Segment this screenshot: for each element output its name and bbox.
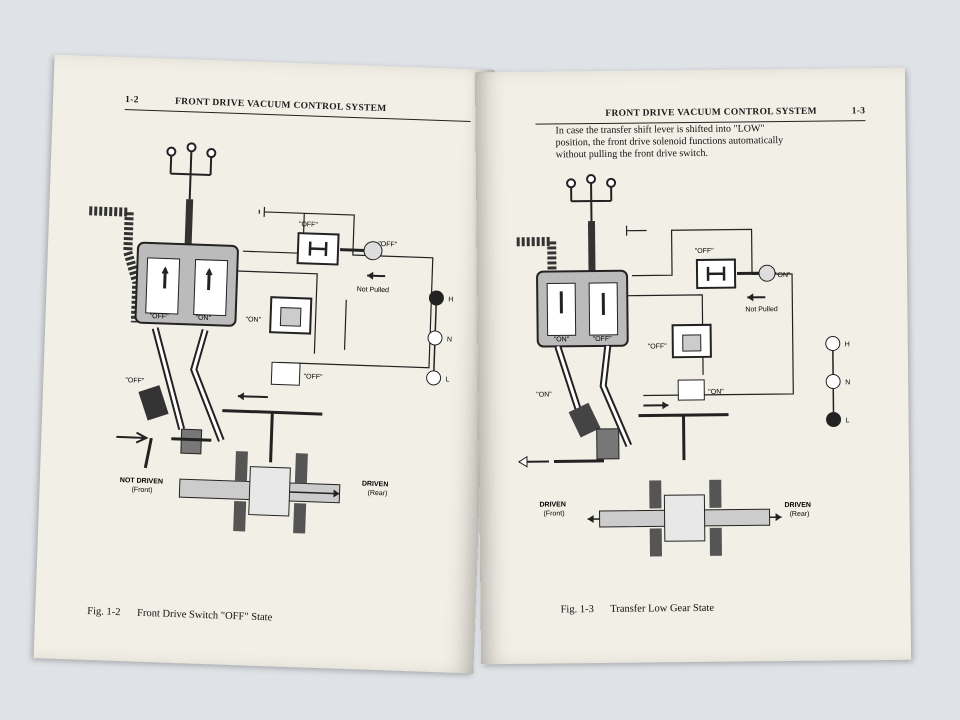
driven-rear-sub-label: (Rear)	[790, 511, 810, 518]
vacuum-solenoid: "OFF" "ON"	[134, 241, 239, 327]
pos-n-label: N	[447, 336, 452, 343]
vacuum-valve: "OFF" "ON"	[648, 323, 724, 401]
right-header-title: FRONT DRIVE VACUUM CONTROL SYSTEM	[605, 106, 817, 119]
left-page: 1-2 FRONT DRIVE VACUUM CONTROL SYSTEM "O…	[33, 54, 495, 674]
fig-1-3-caption: Fig. 1-3 Transfer Low Gear State	[560, 603, 714, 616]
not-driven-front-label: (Front)	[131, 486, 152, 494]
vacuum-manifold	[566, 174, 617, 222]
valve-off-label: "OFF"	[648, 343, 668, 350]
left-page-number: 1-2	[124, 94, 139, 106]
fig-1-2-diagram: "OFF" "ON" "OFF" "OFF" Not Pulled	[89, 142, 454, 534]
valve-off-label: "OFF"	[303, 373, 323, 381]
switch-off-label: "OFF"	[299, 221, 319, 229]
vacuum-valve: "ON" "OFF"	[245, 296, 323, 386]
right-page: FRONT DRIVE VACUUM CONTROL SYSTEM 1-3 In…	[474, 67, 912, 665]
solenoid-on-label: "ON"	[195, 315, 211, 323]
solenoid-off-label: "OFF"	[593, 336, 613, 343]
lever-off-label: "OFF"	[125, 377, 145, 385]
shift-position-indicator: H N L	[825, 336, 850, 428]
pos-h-label: H	[845, 341, 850, 348]
valve-on-label: "ON"	[708, 389, 724, 396]
vacuum-hose	[89, 206, 142, 323]
solenoid-on-label: "ON"	[554, 336, 570, 343]
switch-off-label: "OFF"	[695, 248, 715, 255]
intro-line: without pulling the front drive switch.	[555, 147, 709, 161]
fig-1-2-number: Fig. 1-2	[87, 605, 121, 619]
valve-on-label: "ON"	[245, 316, 261, 324]
pos-l-label: L	[846, 417, 850, 424]
pos-h-label: H	[448, 296, 453, 303]
front-drive-switch: "OFF" "OFF" Not Pulled	[296, 221, 398, 294]
driven-rear-label: (Rear)	[367, 490, 387, 498]
shift-linkage: "OFF"	[116, 327, 225, 469]
switch-off-label-2: "OFF"	[378, 241, 398, 249]
driven-front-label: DRIVEN	[539, 501, 566, 508]
shift-linkage: "ON"	[518, 345, 633, 468]
pos-l-label: L	[445, 376, 449, 383]
fig-1-3-number: Fig. 1-3	[560, 604, 594, 616]
driven-rear-label: DRIVEN	[784, 502, 811, 509]
lever-on-label: "ON"	[536, 391, 552, 398]
vacuum-solenoid: "ON" "OFF"	[536, 269, 629, 348]
right-page-number: 1-3	[851, 106, 866, 117]
solenoid-off-label: "OFF"	[149, 313, 169, 321]
left-header-title: FRONT DRIVE VACUUM CONTROL SYSTEM	[174, 96, 387, 115]
not-pulled-label: Not Pulled	[357, 286, 390, 294]
driven-front-sub-label: (Front)	[544, 510, 565, 517]
fig-1-3-title: Transfer Low Gear State	[610, 602, 715, 615]
driven-label: DRIVEN	[362, 480, 389, 488]
shift-position-indicator: H N L	[426, 290, 454, 386]
vacuum-manifold	[166, 142, 217, 200]
pos-n-label: N	[845, 379, 850, 386]
fig-1-3-diagram: "ON" "OFF" "OFF" "ON" Not Pulled	[516, 174, 850, 557]
transfer-case: NOT DRIVEN (Front) DRIVEN (Rear)	[120, 392, 389, 534]
not-pulled-label: Not Pulled	[745, 306, 777, 313]
front-drive-switch: "OFF" "ON" Not Pulled	[695, 248, 791, 314]
wiring	[237, 206, 434, 369]
transfer-case: DRIVEN (Front) DRIVEN (Rear)	[539, 401, 811, 557]
not-driven-label: NOT DRIVEN	[120, 477, 163, 486]
switch-on-label: "ON"	[775, 272, 791, 279]
intro-paragraph: In case the transfer shift lever is shif…	[555, 122, 835, 161]
